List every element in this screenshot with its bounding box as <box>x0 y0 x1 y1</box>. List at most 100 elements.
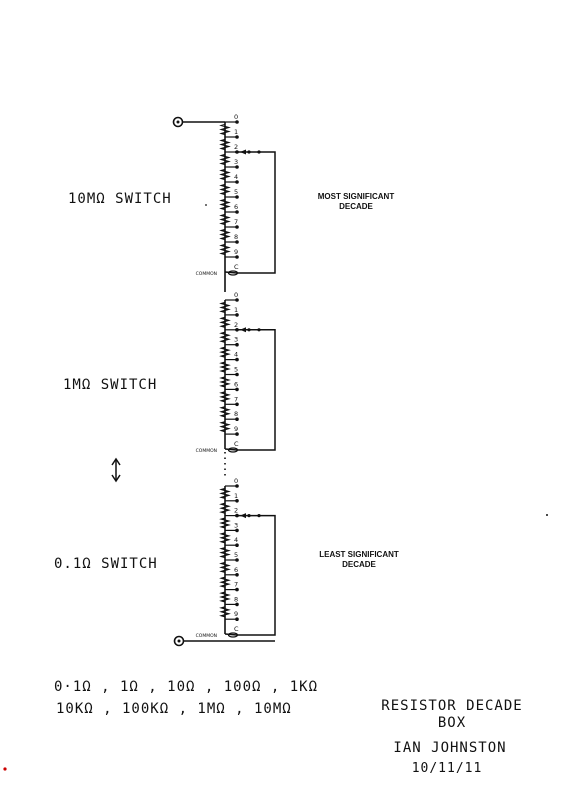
wiper-bracket <box>235 514 276 636</box>
position-label: 1 <box>234 492 238 500</box>
switch-contact <box>235 387 239 392</box>
switch-contact <box>235 402 239 407</box>
position-label: 5 <box>234 551 238 559</box>
terminal-icon <box>173 635 185 647</box>
switch-contact <box>235 573 239 577</box>
switch-contact <box>235 558 239 562</box>
common-label: COMMON <box>196 448 217 454</box>
wiper-arrow-icon <box>240 513 246 519</box>
position-label: 8 <box>234 595 238 603</box>
switch-contact <box>235 499 239 503</box>
resistor-icon <box>219 361 231 373</box>
switch-contact <box>235 210 239 214</box>
switch-contact <box>235 417 239 422</box>
switch-contact <box>235 372 239 377</box>
wiper-bracket <box>235 151 276 274</box>
resistor-icon <box>219 153 231 166</box>
resistor-icon <box>219 213 231 226</box>
common-contact <box>227 270 239 276</box>
switch-contact <box>235 484 239 488</box>
title-line-1: RESISTOR DECADE <box>381 698 522 714</box>
resistor-icon <box>219 168 231 181</box>
position-label: 8 <box>234 410 238 418</box>
resistor-icon <box>219 331 231 343</box>
position-label: 9 <box>234 425 238 433</box>
switch-contact <box>235 587 239 592</box>
wiper-contact <box>257 150 261 154</box>
wiper-bracket <box>235 329 276 451</box>
position-label: 0 <box>234 291 238 299</box>
position-label: 2 <box>234 321 238 329</box>
stray-mark <box>205 204 207 206</box>
common-lead <box>224 448 238 451</box>
position-label: 9 <box>234 610 238 618</box>
resistor-icon <box>219 502 231 514</box>
switch-contact <box>235 342 239 347</box>
position-label: 1 <box>234 128 238 136</box>
resistor-icon <box>219 228 231 241</box>
position-label: 3 <box>234 521 238 529</box>
switch-contact <box>235 195 239 199</box>
position-label: C <box>234 625 239 633</box>
wiper-contact <box>247 514 251 518</box>
position-label: 3 <box>234 336 238 344</box>
resistor-icon <box>219 576 231 588</box>
drawing-date: 10/11/11 <box>412 761 483 776</box>
switch-contact <box>235 543 239 547</box>
position-label: 9 <box>234 248 238 256</box>
switch-contact <box>235 180 239 184</box>
least-significant-decade-label: DECADE <box>342 560 376 569</box>
switch-contact <box>235 135 239 139</box>
resistor-icon <box>219 561 231 573</box>
resistor-icon <box>219 591 231 603</box>
common-lead <box>224 633 238 636</box>
stray-mark <box>546 514 548 516</box>
position-label: 0 <box>234 113 238 121</box>
wiper-arrow-icon <box>240 327 246 333</box>
resistor-icon <box>219 606 231 618</box>
position-label: 6 <box>234 203 238 211</box>
title-line-2: BOX <box>438 715 466 731</box>
position-label: 3 <box>234 158 238 166</box>
double-arrow-icon <box>111 457 121 483</box>
resistor-icon <box>219 243 231 256</box>
position-label: 5 <box>234 366 238 374</box>
position-label: 7 <box>234 218 238 226</box>
position-label: C <box>234 440 239 448</box>
common-label: COMMON <box>196 271 217 277</box>
resistor-icon <box>219 547 231 559</box>
position-label: 0 <box>234 477 238 485</box>
switch-contact <box>235 225 239 229</box>
resistor-icon <box>219 406 231 418</box>
least-significant-label: LEAST SIGNIFICANT <box>319 550 399 559</box>
position-label: 4 <box>234 351 238 359</box>
position-label: 5 <box>234 188 238 196</box>
position-label: 2 <box>234 507 238 515</box>
resistor-icon <box>219 391 231 403</box>
position-label: 6 <box>234 380 238 388</box>
resistor-icon <box>219 301 231 314</box>
switch-contact <box>235 313 239 317</box>
switch-contact <box>235 617 239 621</box>
common-contact <box>227 447 239 453</box>
position-label: 8 <box>234 233 238 241</box>
common-contact <box>227 632 239 638</box>
position-label: C <box>234 263 239 271</box>
switch-contact <box>235 298 239 302</box>
resistor-icon <box>219 138 231 151</box>
switch-contact <box>235 165 239 169</box>
switch-contact <box>235 240 239 244</box>
switch-contact <box>235 432 239 436</box>
position-label: 1 <box>234 306 238 314</box>
switch-label-1m: 1MΩ SWITCH <box>63 377 157 393</box>
wiper-contact <box>247 150 251 154</box>
switch-contact <box>235 602 239 607</box>
switch-label-0-1: 0.1Ω SWITCH <box>54 556 158 572</box>
wiper-contact <box>247 328 251 332</box>
wiper-contact <box>257 328 261 332</box>
position-label: 6 <box>234 566 238 574</box>
